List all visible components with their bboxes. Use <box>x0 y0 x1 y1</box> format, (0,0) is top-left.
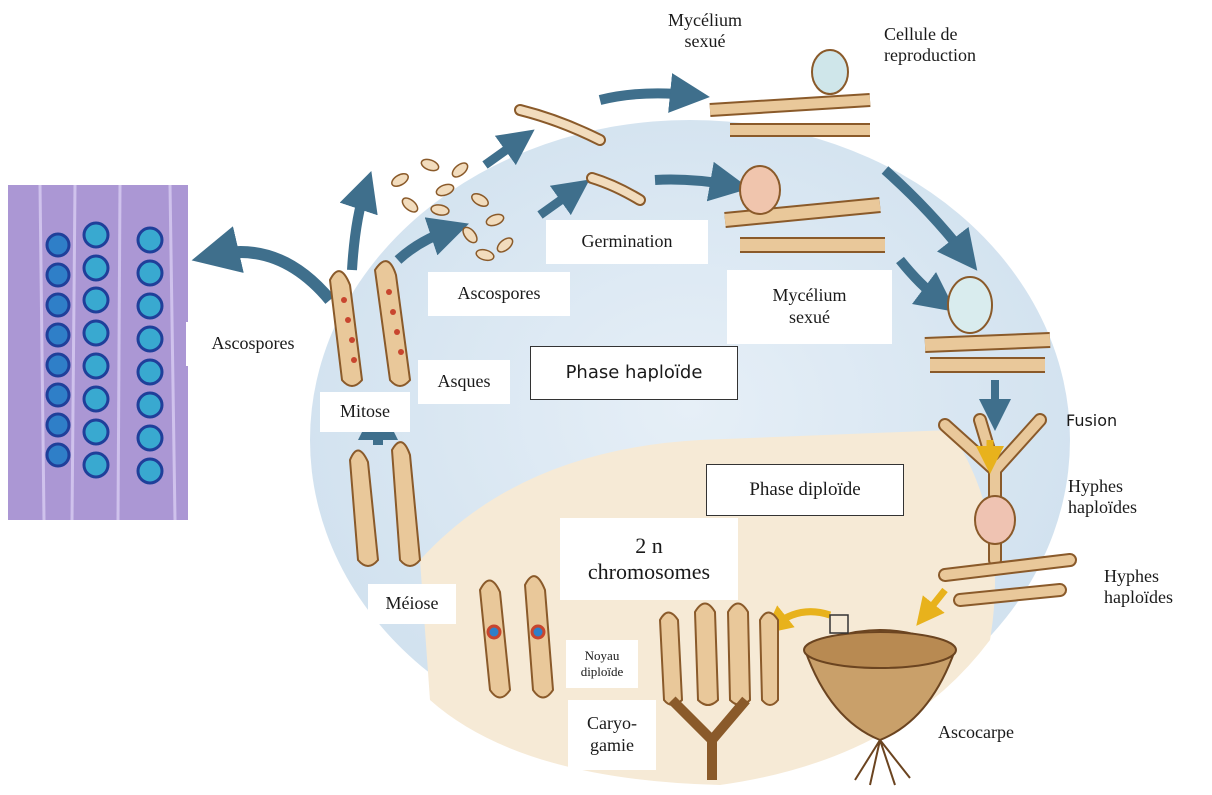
label-mycelium-mid: Mycélium sexué <box>727 270 892 344</box>
label-hyphes-2: Hyphes haploïdes <box>1104 566 1173 607</box>
label-noyau: Noyau diploïde <box>566 640 638 688</box>
mycelium-top <box>710 50 870 130</box>
germ-hypha-top <box>520 110 600 140</box>
arrow-to-micrograph <box>215 252 330 300</box>
label-phase-diploid: Phase diploïde <box>706 464 904 516</box>
ascus-micrograph <box>8 185 188 520</box>
label-chromosomes: 2 n chromosomes <box>560 518 738 600</box>
label-ascospores-left: Ascospores <box>186 322 320 366</box>
label-hyphes-1: Hyphes haploïdes <box>1068 476 1137 517</box>
label-germination: Germination <box>546 220 708 264</box>
arrow-mitosis-up-1 <box>352 190 365 270</box>
label-fusion: Fusion <box>1066 412 1117 430</box>
label-asques: Asques <box>418 360 510 404</box>
label-reproduction-cell: Cellule de reproduction <box>884 24 976 65</box>
label-ascocarpe: Ascocarpe <box>938 722 1014 743</box>
arrow-to-mycelium-mid <box>655 180 730 185</box>
arrow-to-mycelium-top <box>600 93 690 100</box>
label-mycelium-top: Mycélium sexué <box>668 10 742 51</box>
label-phase-haploid: Phase haploïde <box>530 346 738 400</box>
label-ascospores-center: Ascospores <box>428 272 570 316</box>
label-mitose: Mitose <box>320 392 410 432</box>
label-meiose: Méiose <box>368 584 456 624</box>
label-caryogamie: Caryo- gamie <box>568 700 656 770</box>
